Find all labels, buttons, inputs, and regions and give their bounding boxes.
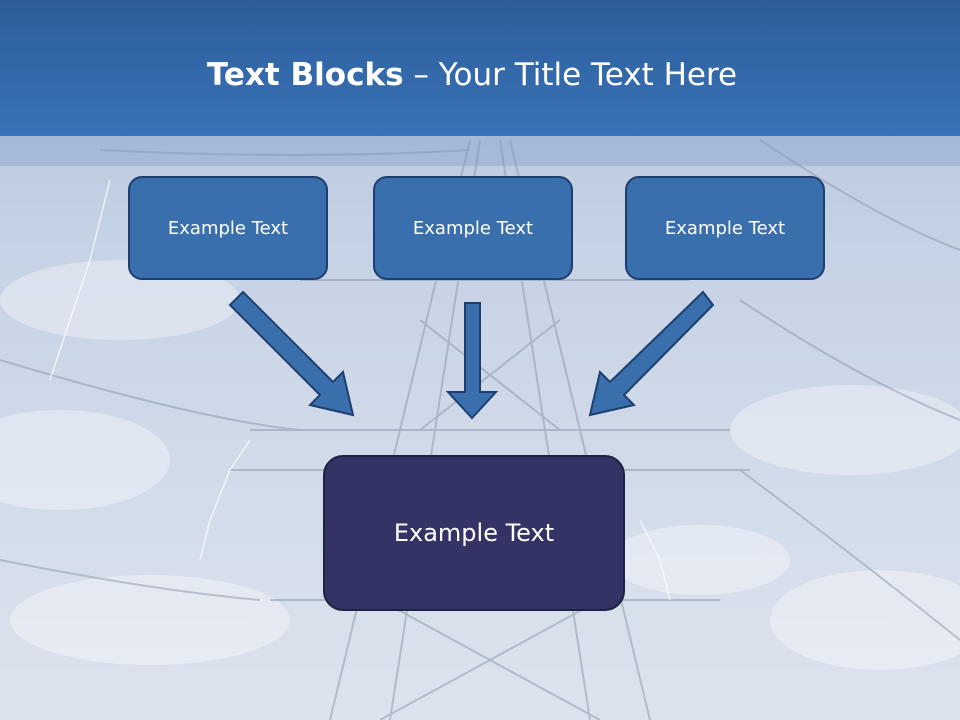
title-rest-text: Your Title Text Here	[438, 57, 738, 93]
title-bold-text: Text Blocks	[206, 57, 404, 93]
text-block-right[interactable]: Example Text	[625, 176, 825, 280]
text-block-left[interactable]: Example Text	[128, 176, 328, 280]
title-strip	[0, 136, 960, 166]
text-block-left-label: Example Text	[167, 217, 289, 239]
slide-title[interactable]: Text Blocks – Your Title Text Here	[0, 52, 944, 98]
title-separator: –	[403, 57, 439, 93]
text-block-bottom[interactable]: Example Text	[323, 455, 625, 611]
title-bar	[0, 0, 960, 136]
text-block-center-label: Example Text	[412, 217, 534, 239]
text-block-center[interactable]: Example Text	[373, 176, 573, 280]
text-block-right-label: Example Text	[664, 217, 786, 239]
text-block-bottom-label: Example Text	[393, 519, 555, 547]
